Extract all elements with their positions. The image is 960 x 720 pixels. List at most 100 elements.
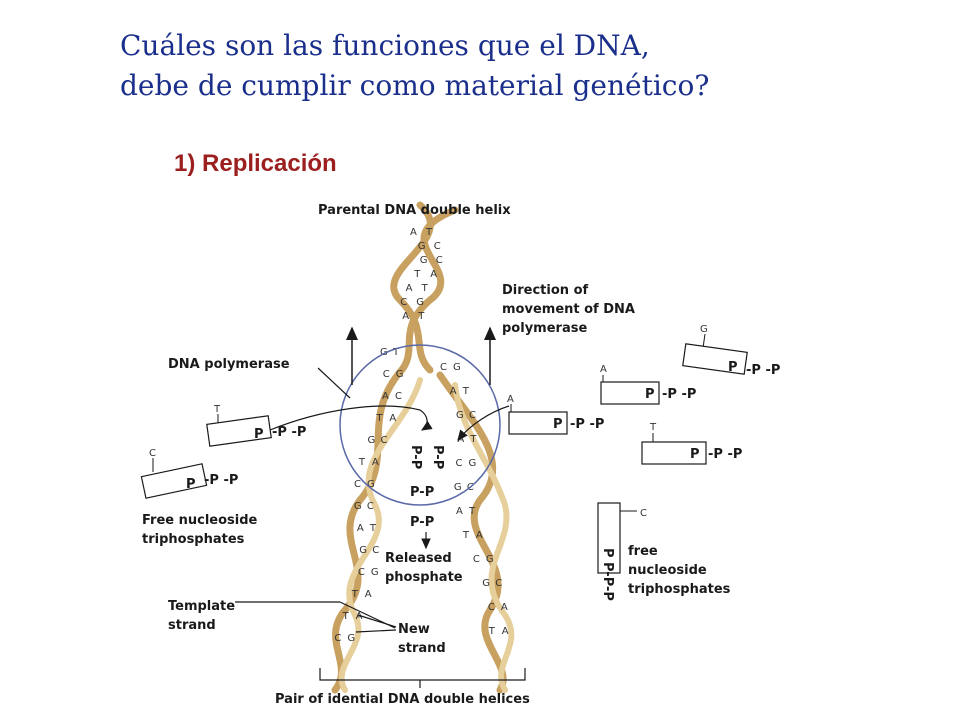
dna-polymerase-circle <box>339 344 501 506</box>
title-line-2: debe de cumplir como material genético? <box>120 69 710 102</box>
arrow-to-polymerase-left <box>269 405 433 431</box>
base-letter: T <box>392 347 400 358</box>
base-letter: A <box>356 611 363 622</box>
pp-vertical-left: P-P <box>408 445 423 469</box>
nucleotide-right-fork-base: A <box>507 394 514 405</box>
base-letter: G <box>418 241 426 252</box>
base-letter: A <box>476 530 483 541</box>
nucleotide-right-fork: A P -P -P <box>507 394 604 435</box>
nucleotide-right-t-base: T <box>649 422 657 433</box>
nucleotide-right-a: A P -P -P <box>600 364 696 405</box>
base-letter: C <box>469 410 476 421</box>
base-letter: C <box>395 391 402 402</box>
base-letter: G <box>367 479 375 490</box>
label-template-1: Template <box>168 599 235 614</box>
nucleotide-right-t-tail: -P -P <box>708 447 742 462</box>
label-direction-2: movement of DNA <box>502 302 635 317</box>
base-letter: T <box>469 434 477 445</box>
slide-title: Cuáles son las funciones que el DNA, deb… <box>120 26 709 106</box>
base-letter: C <box>358 567 365 578</box>
base-letter: A <box>410 227 417 238</box>
base-letter: C <box>440 362 447 373</box>
nucleotide-left-1-tail: -P -P <box>272 425 306 440</box>
label-released-2: phosphate <box>385 570 463 585</box>
base-letter: C <box>334 633 341 644</box>
base-letter: T <box>413 269 421 280</box>
base-letter: C <box>372 545 379 556</box>
nucleotide-right-g: G P -P -P <box>682 324 780 378</box>
slide-subtitle: 1) Replicación <box>174 150 337 177</box>
base-letter: T <box>417 311 425 322</box>
leader-new-2 <box>355 629 397 633</box>
base-letter: A <box>406 283 413 294</box>
base-letter: A <box>357 523 364 534</box>
base-letter: G <box>416 297 424 308</box>
label-free-right-2: nucleoside <box>628 563 707 578</box>
label-pair-of-helices: Pair of idential DNA double helices <box>275 692 530 707</box>
nucleotide-right-c: C P P-P-P <box>597 502 647 601</box>
base-letter: G <box>454 482 462 493</box>
base-letter: T <box>342 611 350 622</box>
label-free-left-2: triphosphates <box>142 532 245 547</box>
label-template-2: strand <box>168 618 216 633</box>
base-letter: A <box>365 589 372 600</box>
nucleotide-left-2-base: C <box>149 448 156 459</box>
pp-released: P-P <box>410 515 434 530</box>
parental-strand-2 <box>396 206 459 376</box>
nucleotide-right-t-p: P <box>690 447 700 462</box>
base-letter: A <box>402 311 409 322</box>
leader-polymerase <box>317 367 351 399</box>
base-letter: C <box>367 501 374 512</box>
nucleotide-right-c-tail: P-P-P <box>600 562 615 601</box>
nucleotide-right-a-base: A <box>600 364 607 375</box>
base-letter: A <box>456 506 463 517</box>
nucleotide-left-1: T P -P -P <box>206 404 306 447</box>
base-letter: G <box>347 633 355 644</box>
base-letter: A <box>372 457 379 468</box>
nucleotide-right-fork-tail: -P -P <box>570 417 604 432</box>
label-dna-polymerase: DNA polymerase <box>168 357 290 372</box>
base-letter: G <box>482 578 490 589</box>
nucleotide-right-g-base: G <box>700 324 708 335</box>
pp-vertical-right: P-P <box>430 445 445 469</box>
base-letter: T <box>425 227 433 238</box>
base-letter: C <box>383 369 390 380</box>
label-free-right-3: triphosphates <box>628 582 731 597</box>
label-released-1: Released <box>385 551 452 566</box>
label-free-left-1: Free nucleoside <box>142 513 258 528</box>
base-letter: G <box>396 369 404 380</box>
base-letter: C <box>495 578 502 589</box>
base-letter: T <box>358 457 366 468</box>
base-letter: A <box>382 391 389 402</box>
base-letter: G <box>354 501 362 512</box>
base-letter: G <box>456 410 464 421</box>
base-letter: C <box>488 602 495 613</box>
nucleotide-right-fork-p: P <box>553 417 563 432</box>
base-letter: A <box>502 626 509 637</box>
nucleotide-right-c-p: P <box>600 548 615 558</box>
base-letter: G <box>368 435 376 446</box>
base-letter: T <box>488 626 496 637</box>
base-letter: A <box>450 386 457 397</box>
base-letter: C <box>456 458 463 469</box>
nucleotide-right-a-tail: -P -P <box>662 387 696 402</box>
label-new-1: New <box>398 622 430 637</box>
base-letter: G <box>486 554 494 565</box>
nucleotide-left-1-p: P <box>254 427 264 442</box>
label-direction-1: Direction of <box>502 283 588 298</box>
dna-strands <box>331 201 515 694</box>
base-letter: A <box>430 269 437 280</box>
pp-center: P-P <box>410 485 434 500</box>
right-daughter-strand-1 <box>436 371 507 694</box>
nucleotide-right-g-tail: -P -P <box>746 363 780 378</box>
nucleotide-left-2-p: P <box>186 477 196 492</box>
base-letter: T <box>351 589 359 600</box>
base-letter: T <box>462 386 470 397</box>
base-letter: G <box>380 347 388 358</box>
base-letter: G <box>453 362 461 373</box>
base-letter: G <box>371 567 379 578</box>
label-new-2: strand <box>398 641 446 656</box>
base-letter: T <box>421 283 429 294</box>
